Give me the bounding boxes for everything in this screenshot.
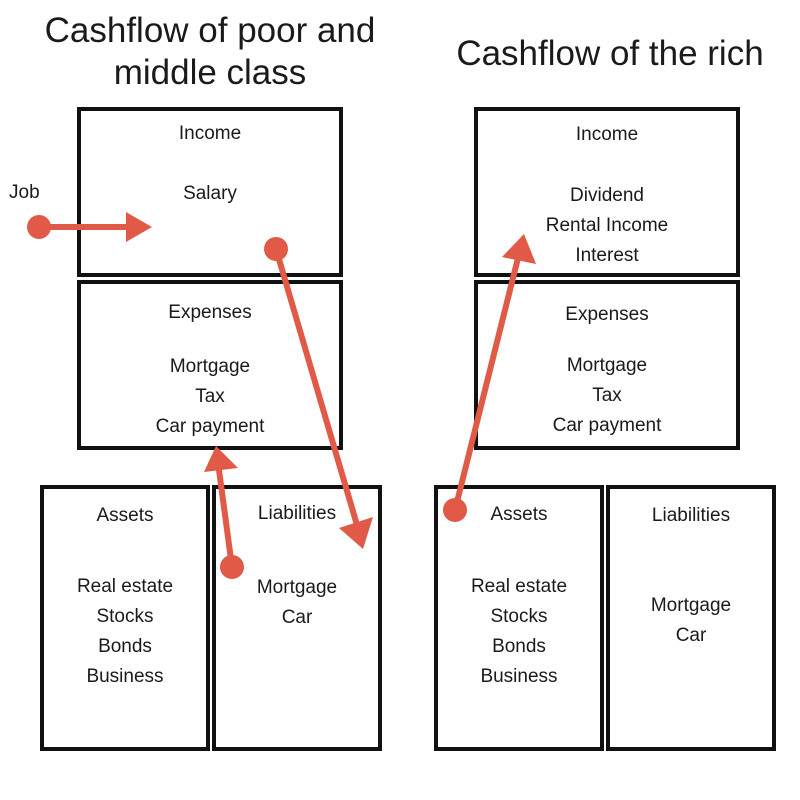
list-item: Rental Income [545, 215, 669, 236]
left-assets-header: Assets [96, 505, 154, 526]
list-item: Real estate [76, 576, 174, 597]
list-item: Salary [183, 183, 237, 204]
list-item: Bonds [492, 636, 546, 657]
left-expenses-header: Expenses [168, 302, 252, 323]
arrow-origin-dot [27, 215, 51, 239]
right-liabilities-header: Liabilities [651, 505, 731, 526]
list-item: Tax [592, 385, 622, 406]
list-item: Car payment [552, 415, 662, 436]
list-item: Dividend [570, 185, 644, 206]
list-item: Business [480, 666, 558, 687]
list-item: Tax [195, 386, 225, 407]
right-income-header: Income [575, 124, 639, 145]
list-item: Car [281, 607, 313, 628]
list-item: Stocks [96, 606, 154, 627]
list-item: Mortgage [650, 595, 732, 616]
list-item: Car [675, 625, 707, 646]
list-item: Mortgage [169, 356, 251, 377]
left-income-box: Income Salary [77, 107, 343, 277]
left-title: Cashflow of poor and middle class [10, 10, 410, 94]
left-income-header: Income [178, 123, 242, 144]
list-item: Car payment [155, 416, 265, 437]
list-item: Mortgage [566, 355, 648, 376]
left-liabilities-header: Liabilities [257, 503, 337, 524]
list-item: Business [86, 666, 164, 687]
right-assets-header: Assets [490, 504, 548, 525]
list-item: Stocks [490, 606, 548, 627]
job-label: Job [9, 182, 40, 203]
list-item: Interest [575, 245, 639, 266]
left-income-items: Salary [81, 179, 339, 209]
right-expenses-header: Expenses [565, 304, 649, 325]
list-item: Mortgage [256, 577, 338, 598]
left-title-line2: middle class [113, 53, 307, 92]
list-item: Real estate [470, 576, 568, 597]
right-title: Cashflow of the rich [456, 34, 764, 73]
left-title-line1: Cashflow of poor and [44, 11, 376, 50]
list-item: Bonds [98, 636, 152, 657]
